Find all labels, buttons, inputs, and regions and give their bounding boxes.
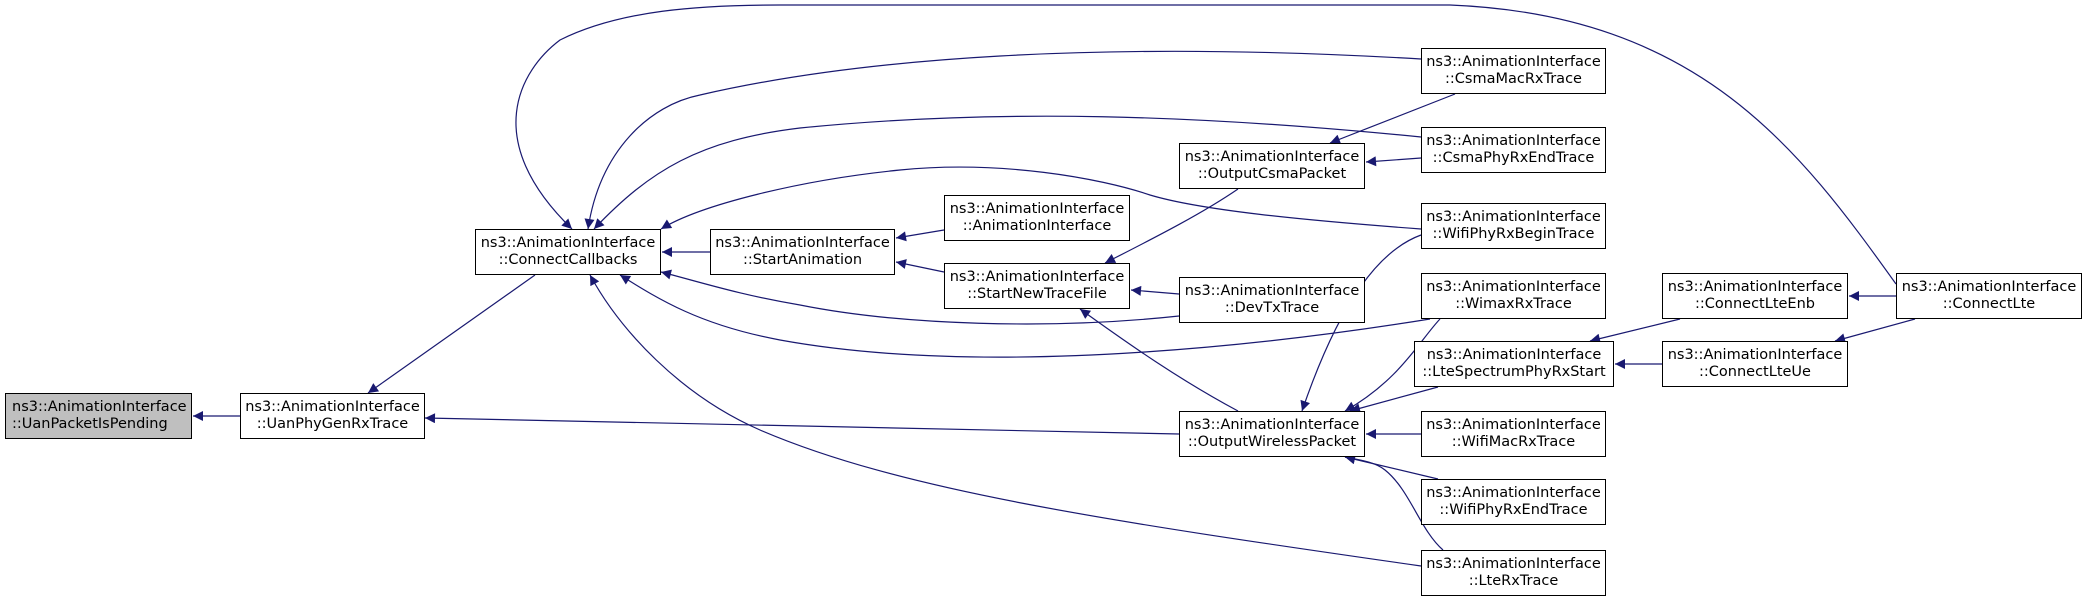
node-namespace-label: ns3::AnimationInterface [1426,54,1601,70]
node-namespace-label: ns3::AnimationInterface [1426,556,1601,572]
edge-lteSpectrumPhyRxStart-to-outputWirelessPacket [1349,386,1439,414]
node-method-label: ::AnimationInterface [962,218,1112,234]
node-animation-interface[interactable]: ns3::AnimationInterface ::AnimationInter… [944,195,1130,241]
edge-csmaPhyRxEndTrace-to-outputCsmaPacket [1365,156,1422,167]
node-namespace-label: ns3::AnimationInterface [1426,485,1601,501]
node-namespace-label: ns3::AnimationInterface [949,269,1125,285]
node-method-label: ::LteRxTrace [1468,573,1559,589]
node-method-label: ::WifiPhyRxBeginTrace [1432,226,1595,242]
node-namespace-label: ns3::AnimationInterface [480,235,656,251]
node-connect-lte-ue[interactable]: ns3::AnimationInterface ::ConnectLteUe [1662,341,1848,387]
node-namespace-label: ns3::AnimationInterface [1184,283,1360,299]
node-method-label: ::UanPacketIsPending [12,416,168,432]
edge-lteRxTrace-to-connectCallbacks [589,274,1422,567]
node-method-label: ::WifiMacRxTrace [1451,434,1576,450]
edge-animationInterface-to-startAnimation [895,229,945,242]
node-connect-lte[interactable]: ns3::AnimationInterface ::ConnectLte [1896,273,2082,319]
node-namespace-label: ns3::AnimationInterface [245,399,420,415]
node-wifi-mac-rx-trace[interactable]: ns3::AnimationInterface ::WifiMacRxTrace [1421,411,1606,457]
node-connect-lte-enb[interactable]: ns3::AnimationInterface ::ConnectLteEnb [1662,273,1848,319]
edge-wimaxRxTrace-to-connectCallbacks [619,274,1431,358]
edge-devTxTrace-to-connectCallbacks [660,269,1180,325]
edge-csmaPhyRxEndTrace-to-connectCallbacks [593,115,1422,230]
node-csma-phy-rx-end-trace[interactable]: ns3::AnimationInterface ::CsmaPhyRxEndTr… [1421,127,1606,173]
node-namespace-label: ns3::AnimationInterface [715,235,890,251]
node-method-label: ::ConnectLteEnb [1695,296,1815,312]
node-wifi-phy-rx-begin-trace[interactable]: ns3::AnimationInterface ::WifiPhyRxBegin… [1421,203,1606,249]
node-namespace-label: ns3::AnimationInterface [1184,417,1360,433]
node-connect-callbacks[interactable]: ns3::AnimationInterface ::ConnectCallbac… [475,229,661,275]
node-method-label: ::UanPhyGenRxTrace [256,416,409,432]
node-method-label: ::CsmaMacRxTrace [1445,71,1582,87]
node-method-label: ::CsmaPhyRxEndTrace [1432,150,1595,166]
edge-outputWirelessPacket-to-startNewTraceFile [1079,308,1239,412]
node-namespace-label: ns3::AnimationInterface [1426,279,1601,295]
node-uan-phy-gen-rx-trace[interactable]: ns3::AnimationInterface ::UanPhyGenRxTra… [240,393,425,439]
node-method-label: ::ConnectLteUe [1699,364,1811,380]
node-lte-spectrum-phy-rx-start[interactable]: ns3::AnimationInterface ::LteSpectrumPhy… [1414,341,1614,387]
node-wifi-phy-rx-end-trace[interactable]: ns3::AnimationInterface ::WifiPhyRxEndTr… [1421,479,1606,525]
node-namespace-label: ns3::AnimationInterface [1426,133,1601,149]
node-method-label: ::LteSpectrumPhyRxStart [1422,364,1606,380]
node-namespace-label: ns3::AnimationInterface [12,399,187,415]
node-uan-packet-is-pending: ns3::AnimationInterface ::UanPacketIsPen… [5,393,192,439]
edge-startNewTraceFile-to-startAnimation [895,259,945,273]
node-namespace-label: ns3::AnimationInterface [1184,149,1360,165]
node-start-animation[interactable]: ns3::AnimationInterface ::StartAnimation [710,229,895,275]
node-lte-rx-trace[interactable]: ns3::AnimationInterface ::LteRxTrace [1421,550,1606,596]
edge-outputCsmaPacket-to-startNewTraceFile [1104,188,1239,264]
edge-connectLte-to-connectCallbacks [515,4,1897,285]
edge-csmaMacRxTrace-to-outputCsmaPacket [1329,93,1456,145]
node-namespace-label: ns3::AnimationInterface [1426,417,1601,433]
node-namespace-label: ns3::AnimationInterface [949,201,1125,217]
node-csma-mac-rx-trace[interactable]: ns3::AnimationInterface ::CsmaMacRxTrace [1421,48,1606,94]
node-namespace-label: ns3::AnimationInterface [1667,279,1843,295]
node-namespace-label: ns3::AnimationInterface [1667,347,1843,363]
node-method-label: ::StartNewTraceFile [967,286,1107,302]
node-output-csma-packet[interactable]: ns3::AnimationInterface ::OutputCsmaPack… [1179,143,1365,189]
node-namespace-label: ns3::AnimationInterface [1901,279,2077,295]
node-dev-tx-trace[interactable]: ns3::AnimationInterface ::DevTxTrace [1179,277,1365,323]
edge-wifiPhyRxBeginTrace-to-connectCallbacks [660,166,1422,230]
edge-lteRxTrace-to-outputWirelessPacket [1344,454,1444,551]
node-namespace-label: ns3::AnimationInterface [1426,347,1602,363]
node-method-label: ::OutputCsmaPacket [1197,166,1347,182]
edge-devTxTrace-to-startNewTraceFile [1130,285,1180,296]
node-method-label: ::ConnectCallbacks [498,252,638,268]
edge-outputWirelessPacket-to-uanPhyGenRxTrace [424,413,1180,435]
node-method-label: ::WifiPhyRxEndTrace [1439,502,1588,518]
node-method-label: ::ConnectLte [1942,296,2036,312]
edge-csmaMacRxTrace-to-connectCallbacks [584,50,1422,230]
node-method-label: ::StartAnimation [742,252,863,268]
node-wimax-rx-trace[interactable]: ns3::AnimationInterface ::WimaxRxTrace [1421,273,1606,319]
node-namespace-label: ns3::AnimationInterface [1426,209,1601,225]
node-method-label: ::OutputWirelessPacket [1187,434,1357,450]
node-method-label: ::WimaxRxTrace [1455,296,1572,312]
edge-connectLte-to-connectLteUe [1834,318,1916,344]
node-output-wireless-packet[interactable]: ns3::AnimationInterface ::OutputWireless… [1179,411,1365,457]
node-start-new-trace-file[interactable]: ns3::AnimationInterface ::StartNewTraceF… [944,263,1130,309]
node-method-label: ::DevTxTrace [1224,300,1320,316]
edge-connectCallbacks-to-uanPhyGenRxTrace [367,274,536,394]
edge-connectLteEnb-to-lteSpectrumPhyRxStart [1589,318,1681,344]
edge-wimaxRxTrace-to-outputWirelessPacket [1344,318,1441,412]
